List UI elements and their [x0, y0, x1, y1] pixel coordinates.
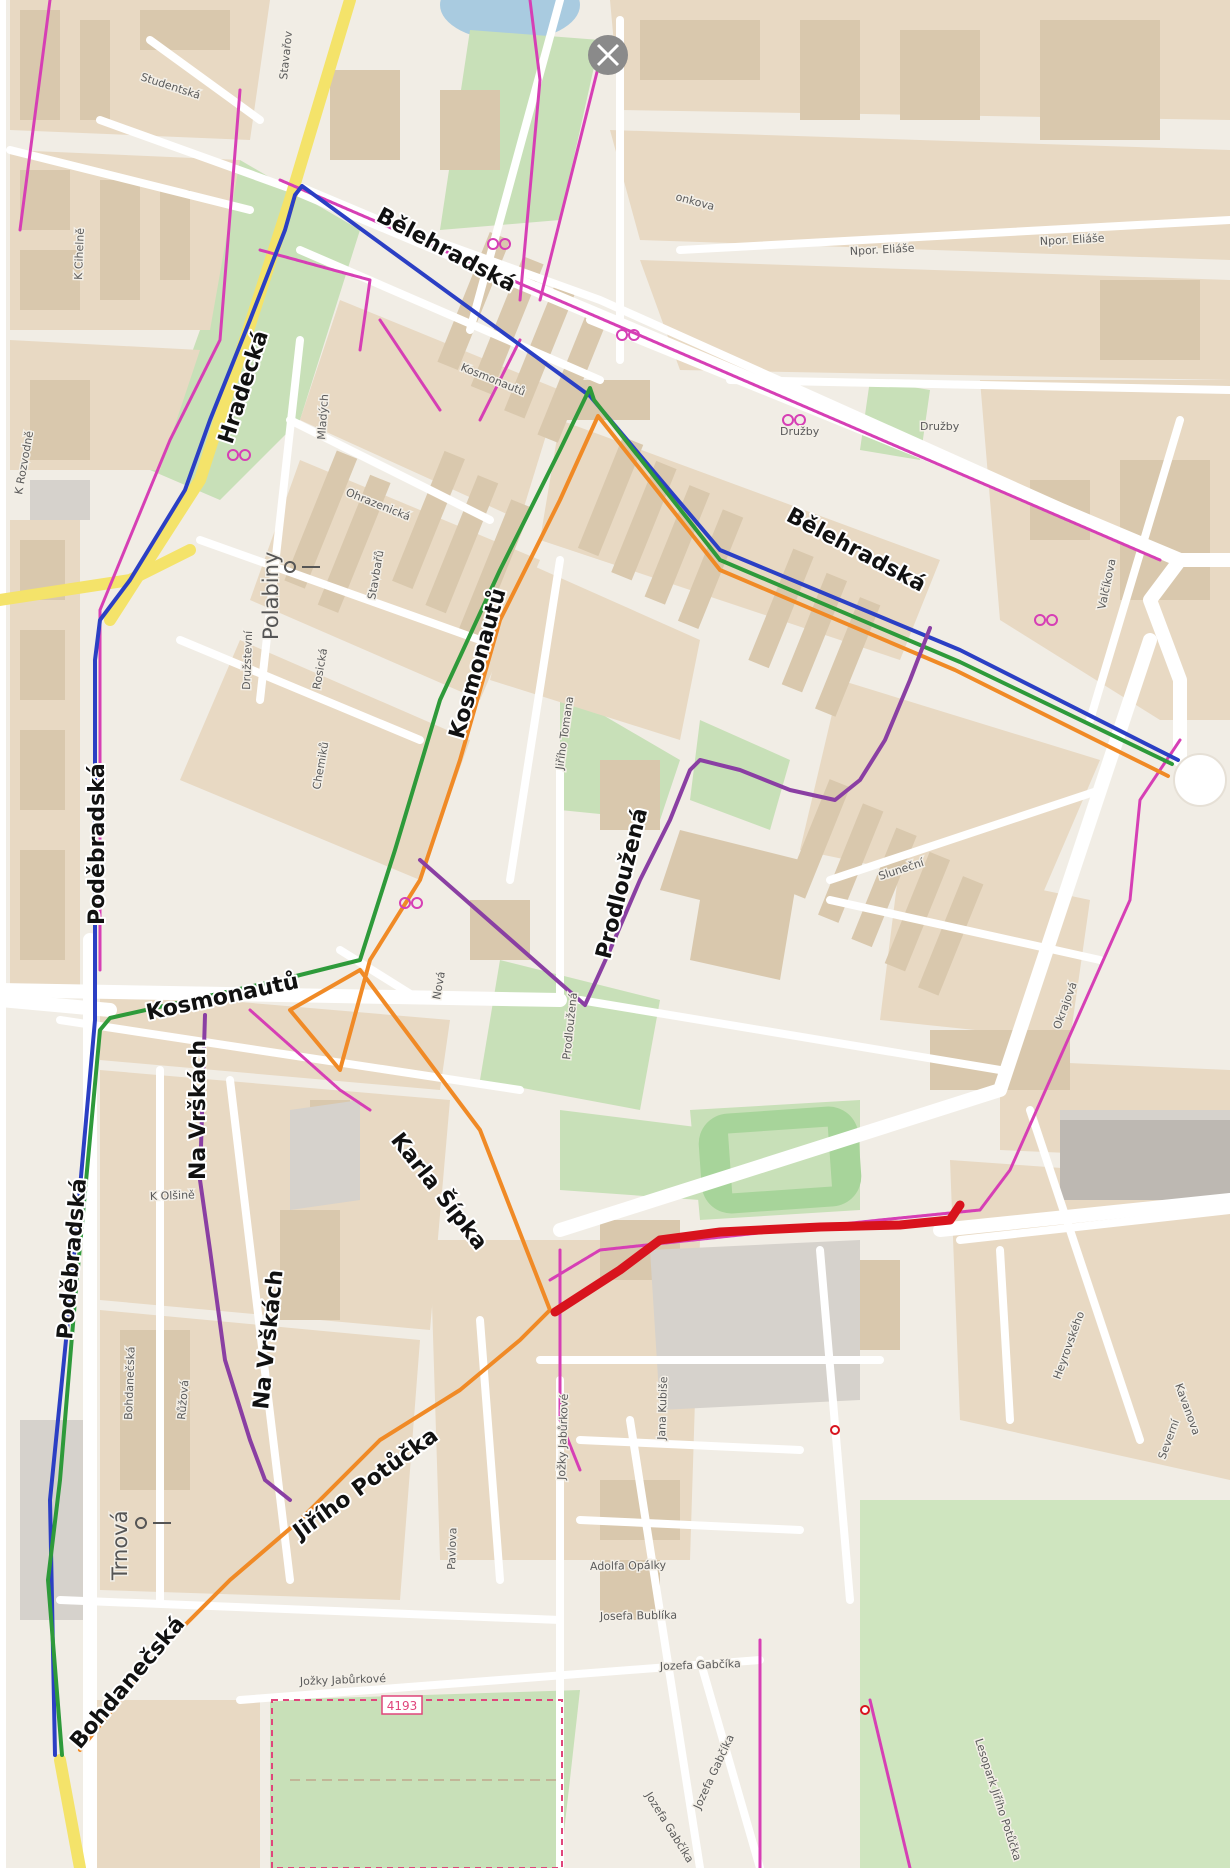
bicycle-icon — [782, 414, 806, 426]
stop-marker-icon — [860, 1705, 870, 1715]
bicycle-icon — [227, 449, 251, 461]
route-orange — [78, 414, 1170, 1752]
cycle-symbols — [227, 238, 1058, 909]
street-label: Růžová — [175, 1379, 191, 1420]
cemetery-icon — [588, 35, 628, 75]
place-marker-icon — [135, 1517, 147, 1529]
street-label: Mladých — [315, 394, 331, 441]
bicycle-icon — [399, 897, 423, 909]
street-label: Jana Kubiše — [655, 1376, 670, 1441]
route-number-label: 4193 — [387, 1699, 418, 1713]
street-label: Bohdanečská — [122, 1346, 138, 1420]
route-number-shield — [381, 1695, 423, 1715]
bicycle-icon — [1034, 614, 1058, 626]
district-label-polabiny: Polabiny — [259, 552, 283, 640]
street-label: Jožky Jabůrkové — [555, 1393, 571, 1481]
street-label: Pavlova — [445, 1527, 459, 1570]
route-green — [46, 386, 1174, 1757]
street-label-na-vrskach: Na Vrškách — [186, 1040, 211, 1180]
place-marker-icon — [284, 561, 296, 573]
street-label: Adolfa Opálky — [590, 1559, 667, 1573]
bicycle-icon — [487, 238, 511, 250]
map-left-border — [0, 0, 6, 1868]
street-label: Družstevní — [240, 630, 255, 690]
roundabout — [1173, 753, 1227, 807]
bicycle-icon — [616, 329, 640, 341]
street-label: Josefa Bublíka — [599, 1609, 677, 1623]
street-label: Npor. Eliáše — [849, 242, 915, 258]
stop-marker-icon — [830, 1425, 840, 1435]
district-label-trnova: Trnová — [108, 1511, 132, 1581]
street-label: Jožky Jabůrkové — [299, 1672, 387, 1688]
parking-area — [1060, 1120, 1230, 1200]
street-label: Družby — [780, 425, 820, 438]
route-red — [550, 1200, 965, 1317]
street-label: Jozefa Gabčíka — [659, 1657, 741, 1673]
street-label-podebradska: Poděbradská — [85, 763, 110, 925]
street-label: K Cihelně — [72, 227, 87, 280]
route-purple-branch — [198, 1013, 292, 1502]
place-markers — [135, 561, 320, 1529]
route-purple — [418, 626, 932, 1007]
street-label: Družby — [920, 420, 960, 433]
street-label: Npor. Eliáše — [1039, 232, 1105, 248]
stop-markers — [830, 1425, 870, 1715]
street-label: K Olšině — [150, 1188, 196, 1203]
